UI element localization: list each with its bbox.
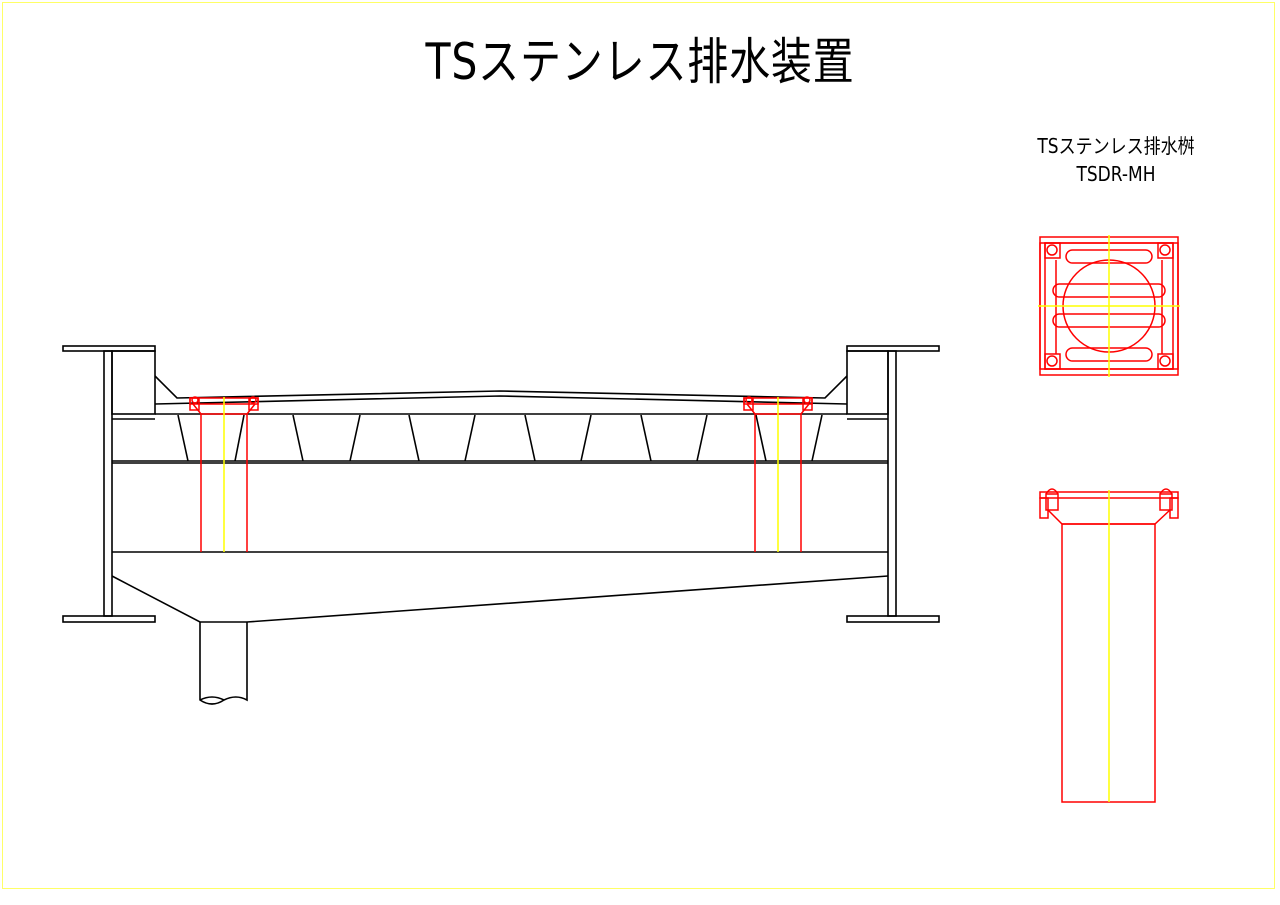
sheet-border (2, 2, 1275, 889)
detail-model: TSDR-MH (1076, 162, 1156, 186)
deck-ribs (177, 414, 823, 462)
drawing-title: TSステンレス排水装置 (425, 33, 855, 91)
right-i-beam (846, 345, 940, 623)
right-drain-fitting (743, 396, 813, 552)
left-drain-fitting (189, 396, 259, 552)
drain-hopper (111, 575, 889, 705)
drain-plan-view (1038, 235, 1180, 377)
detail-name: TSステンレス排水桝 (1037, 134, 1195, 158)
section-view (62, 345, 940, 705)
drain-elevation-view (1039, 488, 1179, 803)
deck-grating (112, 375, 888, 553)
left-i-beam (62, 345, 156, 623)
